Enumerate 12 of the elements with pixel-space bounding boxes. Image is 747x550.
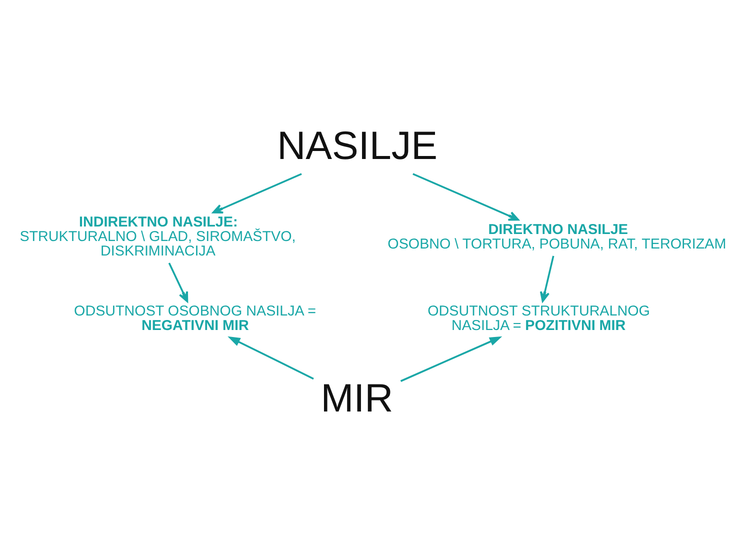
arrow <box>168 262 188 302</box>
arrow <box>212 173 302 214</box>
node-text: NASILJE <box>277 124 438 168</box>
node-text: INDIREKTNO NASILJE: STRUKTURALNO \ GLAD, SIROMAŠTVO, DISKRIMINACIJA <box>20 214 296 260</box>
node-text: ODSUTNOST OSOBNOG NASILJA = NEGATIVNI MIR <box>74 304 316 334</box>
arrow <box>540 256 554 302</box>
arrow <box>228 336 314 380</box>
node-text: DIREKTNO NASILJE OSOBNO \ TORTURA, POBUNA, RAT, TERORIZAM <box>388 222 726 252</box>
arrow <box>400 336 502 382</box>
arrow <box>412 173 520 221</box>
node-text: MIR <box>320 376 394 420</box>
node-text: ODSUTNOST STRUKTURALNOG NASILJA = POZITIVNI MIR <box>428 304 650 334</box>
